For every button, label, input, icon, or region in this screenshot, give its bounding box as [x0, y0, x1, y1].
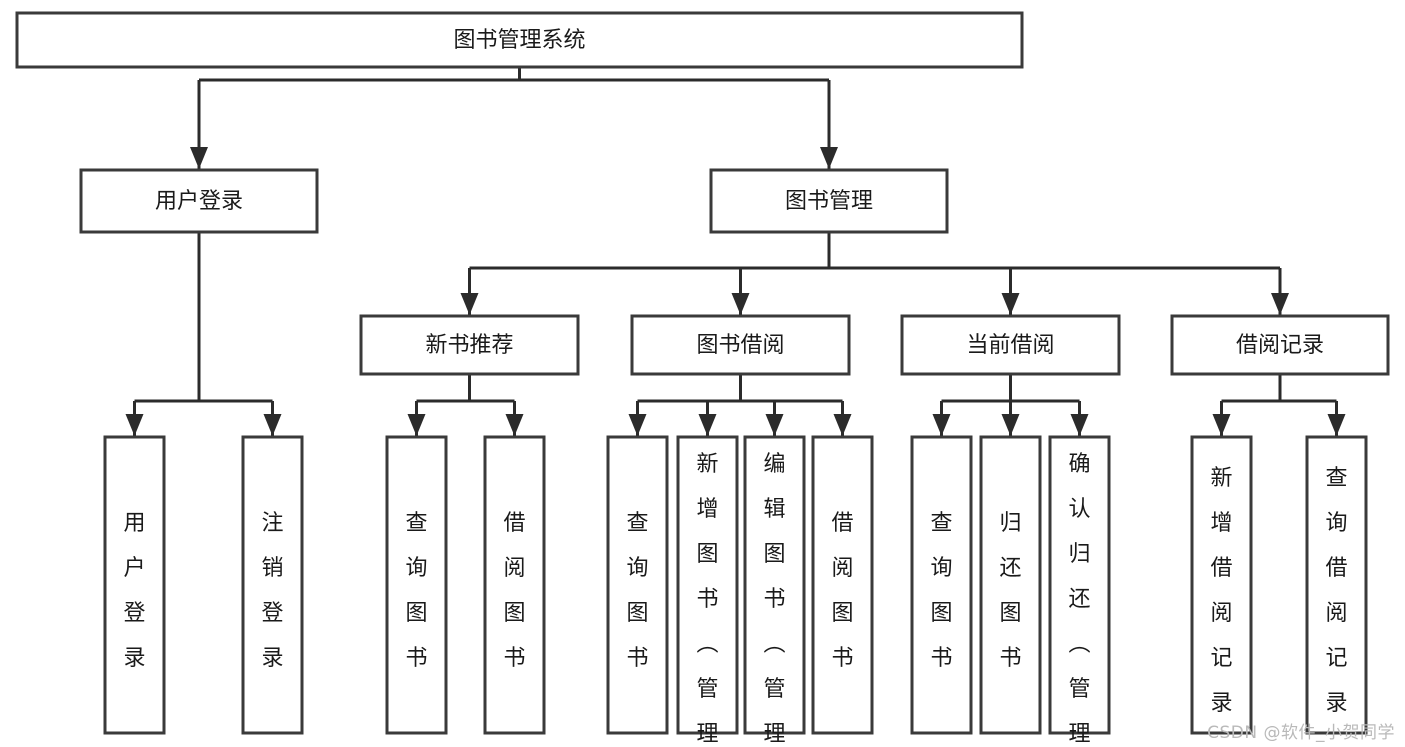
node-box-book-borrow — [630, 314, 851, 376]
node-leaf-edit-book-admin[interactable]: 编辑图书︵管理员︶ — [743, 435, 806, 747]
node-label-borrow-record: 借阅记录 — [1236, 333, 1324, 358]
arrow-head-icon — [125, 414, 144, 436]
node-box-leaf-add-book-admin — [676, 435, 739, 735]
arrow-head-icon — [505, 414, 524, 436]
arrow-head-icon — [1001, 414, 1020, 436]
node-label-leaf-add-book-admin: 新增图书︵管理员︶ — [696, 452, 718, 747]
nodes-layer: 图书管理系统用户登录图书管理新书推荐图书借阅当前借阅借阅记录用户登录注销登录查询… — [15, 11, 1390, 747]
arrow-head-icon — [1212, 414, 1231, 436]
watermark-text: CSDN @软件_小贺同学 — [1207, 723, 1395, 743]
arrow-head-icon — [1327, 414, 1346, 436]
node-user-login[interactable]: 用户登录 — [79, 168, 319, 234]
node-box-leaf-query-borrow-record — [1305, 435, 1368, 735]
connectors-layer — [125, 67, 1346, 436]
arrow-head-icon — [1271, 293, 1289, 315]
arrow-head-icon — [460, 293, 479, 315]
node-box-new-book-recommend — [359, 314, 580, 376]
node-root[interactable]: 图书管理系统 — [15, 11, 1024, 69]
node-label-leaf-query-book-borrow: 查询图书 — [626, 511, 648, 671]
node-box-leaf-borrow-book-recommend — [483, 435, 546, 735]
arrow-head-icon — [698, 414, 717, 436]
node-current-borrow[interactable]: 当前借阅 — [900, 314, 1121, 376]
node-book-manage[interactable]: 图书管理 — [709, 168, 949, 234]
node-leaf-borrow-book[interactable]: 借阅图书 — [811, 435, 874, 735]
node-label-leaf-logout-login: 注销登录 — [261, 511, 283, 671]
node-box-borrow-record — [1170, 314, 1390, 376]
node-label-leaf-query-book-recommend: 查询图书 — [405, 511, 427, 671]
node-box-leaf-query-book-borrow — [606, 435, 669, 735]
node-label-leaf-return-book: 归还图书 — [999, 511, 1021, 671]
node-box-leaf-add-borrow-record — [1190, 435, 1253, 735]
node-box-user-login — [79, 168, 319, 234]
arrow-head-icon — [1001, 293, 1020, 315]
node-leaf-confirm-return-admin[interactable]: 确认归还︵管理员︶ — [1048, 435, 1111, 747]
arrow-head-icon — [628, 414, 647, 436]
node-leaf-borrow-book-recommend[interactable]: 借阅图书 — [483, 435, 546, 735]
node-box-root — [15, 11, 1024, 69]
node-borrow-record[interactable]: 借阅记录 — [1170, 314, 1390, 376]
node-leaf-add-book-admin[interactable]: 新增图书︵管理员︶ — [676, 435, 739, 747]
node-leaf-query-book-borrow[interactable]: 查询图书 — [606, 435, 669, 735]
arrow-head-icon — [833, 414, 852, 436]
node-label-leaf-add-borrow-record: 新增借阅记录 — [1210, 466, 1232, 716]
node-label-book-borrow: 图书借阅 — [696, 333, 784, 358]
node-leaf-logout-login[interactable]: 注销登录 — [241, 435, 304, 735]
node-box-leaf-logout-login — [241, 435, 304, 735]
node-box-leaf-borrow-book — [811, 435, 874, 735]
arrow-head-icon — [190, 147, 208, 169]
arrow-head-icon — [731, 293, 750, 315]
node-label-user-login: 用户登录 — [155, 189, 243, 214]
node-label-book-manage: 图书管理 — [785, 189, 873, 214]
node-leaf-query-book-current[interactable]: 查询图书 — [910, 435, 973, 735]
arrow-head-icon — [1070, 414, 1089, 436]
node-box-leaf-user-login — [103, 435, 166, 735]
node-leaf-user-login[interactable]: 用户登录 — [103, 435, 166, 735]
node-label-current-borrow: 当前借阅 — [966, 333, 1054, 358]
node-box-leaf-edit-book-admin — [743, 435, 806, 735]
node-label-leaf-edit-book-admin: 编辑图书︵管理员︶ — [763, 452, 785, 747]
node-leaf-return-book[interactable]: 归还图书 — [979, 435, 1042, 735]
node-box-leaf-query-book-current — [910, 435, 973, 735]
node-box-leaf-return-book — [979, 435, 1042, 735]
arrow-head-icon — [765, 414, 784, 436]
node-label-leaf-borrow-book-recommend: 借阅图书 — [503, 511, 525, 671]
node-leaf-add-borrow-record[interactable]: 新增借阅记录 — [1190, 435, 1253, 735]
node-book-borrow[interactable]: 图书借阅 — [630, 314, 851, 376]
node-leaf-query-book-recommend[interactable]: 查询图书 — [385, 435, 448, 735]
node-label-leaf-borrow-book: 借阅图书 — [831, 511, 853, 671]
node-label-leaf-query-borrow-record: 查询借阅记录 — [1325, 466, 1347, 716]
node-label-leaf-user-login: 用户登录 — [123, 511, 145, 671]
arrow-head-icon — [407, 414, 426, 436]
node-box-current-borrow — [900, 314, 1121, 376]
node-label-new-book-recommend: 新书推荐 — [425, 333, 513, 358]
arrow-head-icon — [932, 414, 951, 436]
node-label-leaf-confirm-return-admin: 确认归还︵管理员︶ — [1068, 452, 1090, 747]
node-label-root: 图书管理系统 — [453, 28, 585, 53]
node-leaf-query-borrow-record[interactable]: 查询借阅记录 — [1305, 435, 1368, 735]
node-box-leaf-query-book-recommend — [385, 435, 448, 735]
arrow-head-icon — [263, 414, 282, 436]
node-box-leaf-confirm-return-admin — [1048, 435, 1111, 735]
node-box-book-manage — [709, 168, 949, 234]
node-label-leaf-query-book-current: 查询图书 — [930, 511, 952, 671]
node-new-book-recommend[interactable]: 新书推荐 — [359, 314, 580, 376]
arrow-head-icon — [820, 147, 838, 169]
